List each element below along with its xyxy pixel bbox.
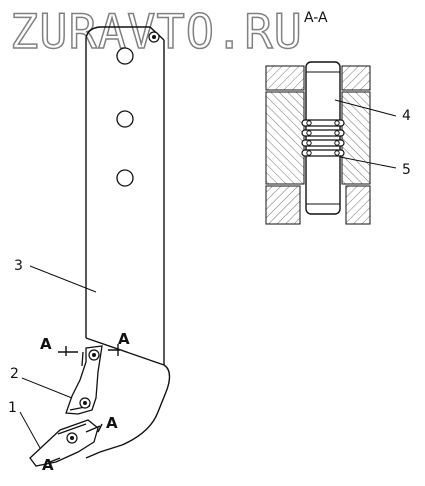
section-mark-upper-left: A	[40, 335, 52, 353]
section-mark-lower-left: A	[42, 456, 54, 474]
callout-4: 4	[402, 108, 411, 124]
section-title: A-A	[304, 10, 328, 26]
tooth-tip	[29, 419, 99, 467]
section-mark-upper-right: A	[118, 330, 130, 348]
callout-3: 3	[14, 258, 23, 274]
callout-1: 1	[8, 400, 17, 416]
leader-lines	[19, 99, 397, 449]
callout-5: 5	[402, 162, 411, 178]
mounting-hole	[116, 110, 134, 128]
section-mark-lower-right: A	[106, 414, 118, 432]
mounting-hole	[116, 47, 134, 65]
top-pin-icon	[148, 31, 160, 43]
section-cut-marks	[49, 344, 120, 463]
tooth-pin-icon	[66, 432, 78, 444]
callout-2: 2	[10, 366, 19, 382]
mounting-hole	[116, 169, 134, 187]
protector-bolt-icon	[79, 349, 100, 409]
shank-body	[85, 26, 171, 459]
section-aa-detail	[265, 61, 371, 225]
